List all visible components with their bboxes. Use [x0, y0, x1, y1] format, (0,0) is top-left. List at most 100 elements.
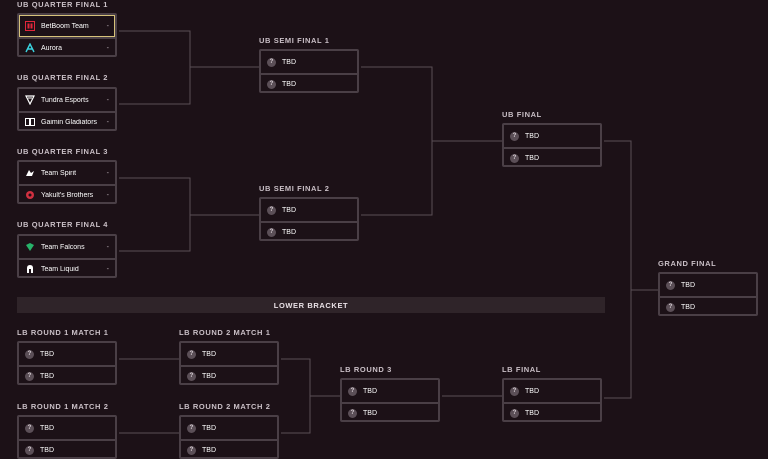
- match-grand-final[interactable]: ?TBD ?TBD: [658, 272, 758, 316]
- team-name: Yakult's Brothers: [41, 191, 94, 199]
- unknown-team-icon: ?: [666, 302, 675, 312]
- match-ubqf1[interactable]: BetBoom Team - Aurora -: [17, 13, 117, 57]
- team-row-gaimin[interactable]: Gaimin Gladiators -: [19, 111, 115, 131]
- match-ubsf2[interactable]: ?TBD ?TBD: [259, 197, 359, 241]
- team-name: Team Spirit: [41, 169, 77, 177]
- unknown-team-icon: ?: [25, 349, 34, 359]
- match-lbr2m2[interactable]: ? TBD ? TBD: [179, 415, 279, 459]
- team-row-betboom[interactable]: BetBoom Team -: [19, 15, 115, 37]
- team-name: Team Falcons: [41, 243, 85, 251]
- team-row-aurora[interactable]: Aurora -: [19, 37, 115, 57]
- match-ubsf1[interactable]: ?TBD ?TBD: [259, 49, 359, 93]
- betboom-logo-icon: [25, 21, 35, 31]
- match-ubf[interactable]: ?TBD ?TBD: [502, 123, 602, 167]
- team-name: TBD: [282, 206, 296, 214]
- team-name: TBD: [363, 387, 377, 395]
- team-row-falcons[interactable]: Team Falcons -: [19, 236, 115, 258]
- team-row-tbd[interactable]: ? TBD: [261, 199, 357, 221]
- match-ubqf3[interactable]: Team Spirit - Yakult's Brothers -: [17, 160, 117, 204]
- lbr1m1-label: LB ROUND 1 MATCH 1: [17, 328, 109, 337]
- score: -: [106, 118, 109, 126]
- team-row-tbd[interactable]: ? TBD: [181, 439, 277, 459]
- team-name: TBD: [681, 281, 695, 289]
- team-row-tbd[interactable]: ? TBD: [19, 343, 115, 365]
- unknown-team-icon: ?: [666, 280, 675, 290]
- aurora-logo-icon: [25, 43, 35, 53]
- team-row-tbd[interactable]: ? TBD: [19, 365, 115, 385]
- team-name: TBD: [40, 350, 54, 358]
- team-row-tbd[interactable]: ? TBD: [504, 380, 600, 402]
- team-name: TBD: [525, 387, 539, 395]
- gf-label: GRAND FINAL: [658, 259, 717, 268]
- ubqf2-label: UB QUARTER FINAL 2: [17, 73, 109, 82]
- match-lbr1m2[interactable]: ?TBD ?TBD: [17, 415, 117, 459]
- unknown-team-icon: ?: [187, 423, 196, 433]
- tundra-logo-icon: [25, 95, 35, 105]
- yakult-logo-icon: [26, 191, 34, 199]
- lower-bracket-header: LOWER BRACKET: [17, 297, 605, 313]
- unknown-team-icon: ?: [510, 131, 519, 141]
- team-name: BetBoom Team: [41, 22, 89, 30]
- ubsf1-label: UB SEMI FINAL 1: [259, 36, 330, 45]
- unknown-team-icon: ?: [510, 153, 519, 163]
- team-name: Tundra Esports: [41, 96, 89, 104]
- team-row-tbd[interactable]: ? TBD: [660, 274, 756, 296]
- unknown-team-icon: ?: [25, 423, 34, 433]
- team-name: TBD: [40, 424, 54, 432]
- team-name: TBD: [202, 350, 216, 358]
- team-name: TBD: [282, 58, 296, 66]
- team-name: TBD: [202, 446, 216, 454]
- score: -: [106, 243, 109, 251]
- team-row-tbd[interactable]: ?TBD: [261, 221, 357, 241]
- team-name: TBD: [40, 372, 54, 380]
- team-row-tbd[interactable]: ? TBD: [181, 417, 277, 439]
- team-name: TBD: [40, 446, 54, 454]
- match-lbr2m1[interactable]: ?TBD ?TBD: [179, 341, 279, 385]
- ubqf3-label: UB QUARTER FINAL 3: [17, 147, 109, 156]
- lower-bracket-title: LOWER BRACKET: [273, 300, 349, 310]
- team-row-tbd[interactable]: ?TBD: [660, 296, 756, 316]
- team-row-tbd[interactable]: ?TBD: [504, 125, 600, 147]
- team-name: Team Liquid: [41, 265, 79, 273]
- team-row-tbd[interactable]: ?TBD: [342, 402, 438, 422]
- spirit-logo-icon: [26, 170, 34, 176]
- unknown-team-icon: ?: [267, 79, 276, 89]
- team-row-tbd[interactable]: ? TBD: [261, 73, 357, 93]
- team-name: TBD: [202, 424, 216, 432]
- unknown-team-icon: ?: [510, 408, 519, 418]
- team-row-tbd[interactable]: ?TBD: [342, 380, 438, 402]
- unknown-team-icon: ?: [187, 349, 196, 359]
- team-row-tbd[interactable]: ?TBD: [504, 147, 600, 167]
- ubqf4-label: UB QUARTER FINAL 4: [17, 220, 109, 229]
- team-row-liquid[interactable]: Team Liquid -: [19, 258, 115, 278]
- team-row-tbd[interactable]: ? TBD: [504, 402, 600, 422]
- match-lbr3[interactable]: ?TBD ?TBD: [340, 378, 440, 422]
- team-row-tbd[interactable]: ?TBD: [261, 51, 357, 73]
- team-row-tbd[interactable]: ?TBD: [181, 365, 277, 385]
- team-row-tbd[interactable]: ? TBD: [181, 343, 277, 365]
- team-row-spirit[interactable]: Team Spirit -: [19, 162, 115, 184]
- match-lbf[interactable]: ? TBD ? TBD: [502, 378, 602, 422]
- score: -: [106, 22, 109, 30]
- ubqf1-label: UB QUARTER FINAL 1: [17, 0, 109, 9]
- team-row-tbd[interactable]: ? TBD: [19, 417, 115, 439]
- team-name: Gaimin Gladiators: [41, 118, 98, 126]
- match-lbr1m1[interactable]: ? TBD ? TBD: [17, 341, 117, 385]
- team-name: TBD: [282, 80, 296, 88]
- unknown-team-icon: ?: [187, 445, 196, 455]
- match-ubqf4[interactable]: Team Falcons - Team Liquid -: [17, 234, 117, 278]
- team-row-yakult[interactable]: Yakult's Brothers -: [19, 184, 115, 204]
- team-name: TBD: [525, 409, 539, 417]
- unknown-team-icon: ?: [510, 386, 519, 396]
- team-row-tbd[interactable]: ?TBD: [19, 439, 115, 459]
- ubf-label: UB FINAL: [502, 110, 542, 119]
- match-ubqf2[interactable]: Tundra Esports - Gaimin Gladiators -: [17, 87, 117, 131]
- lbr3-label: LB ROUND 3: [340, 365, 392, 374]
- unknown-team-icon: ?: [267, 205, 276, 215]
- score: -: [106, 96, 109, 104]
- score: -: [106, 265, 109, 273]
- unknown-team-icon: ?: [267, 227, 276, 237]
- team-row-tundra[interactable]: Tundra Esports -: [19, 89, 115, 111]
- unknown-team-icon: ?: [25, 371, 34, 381]
